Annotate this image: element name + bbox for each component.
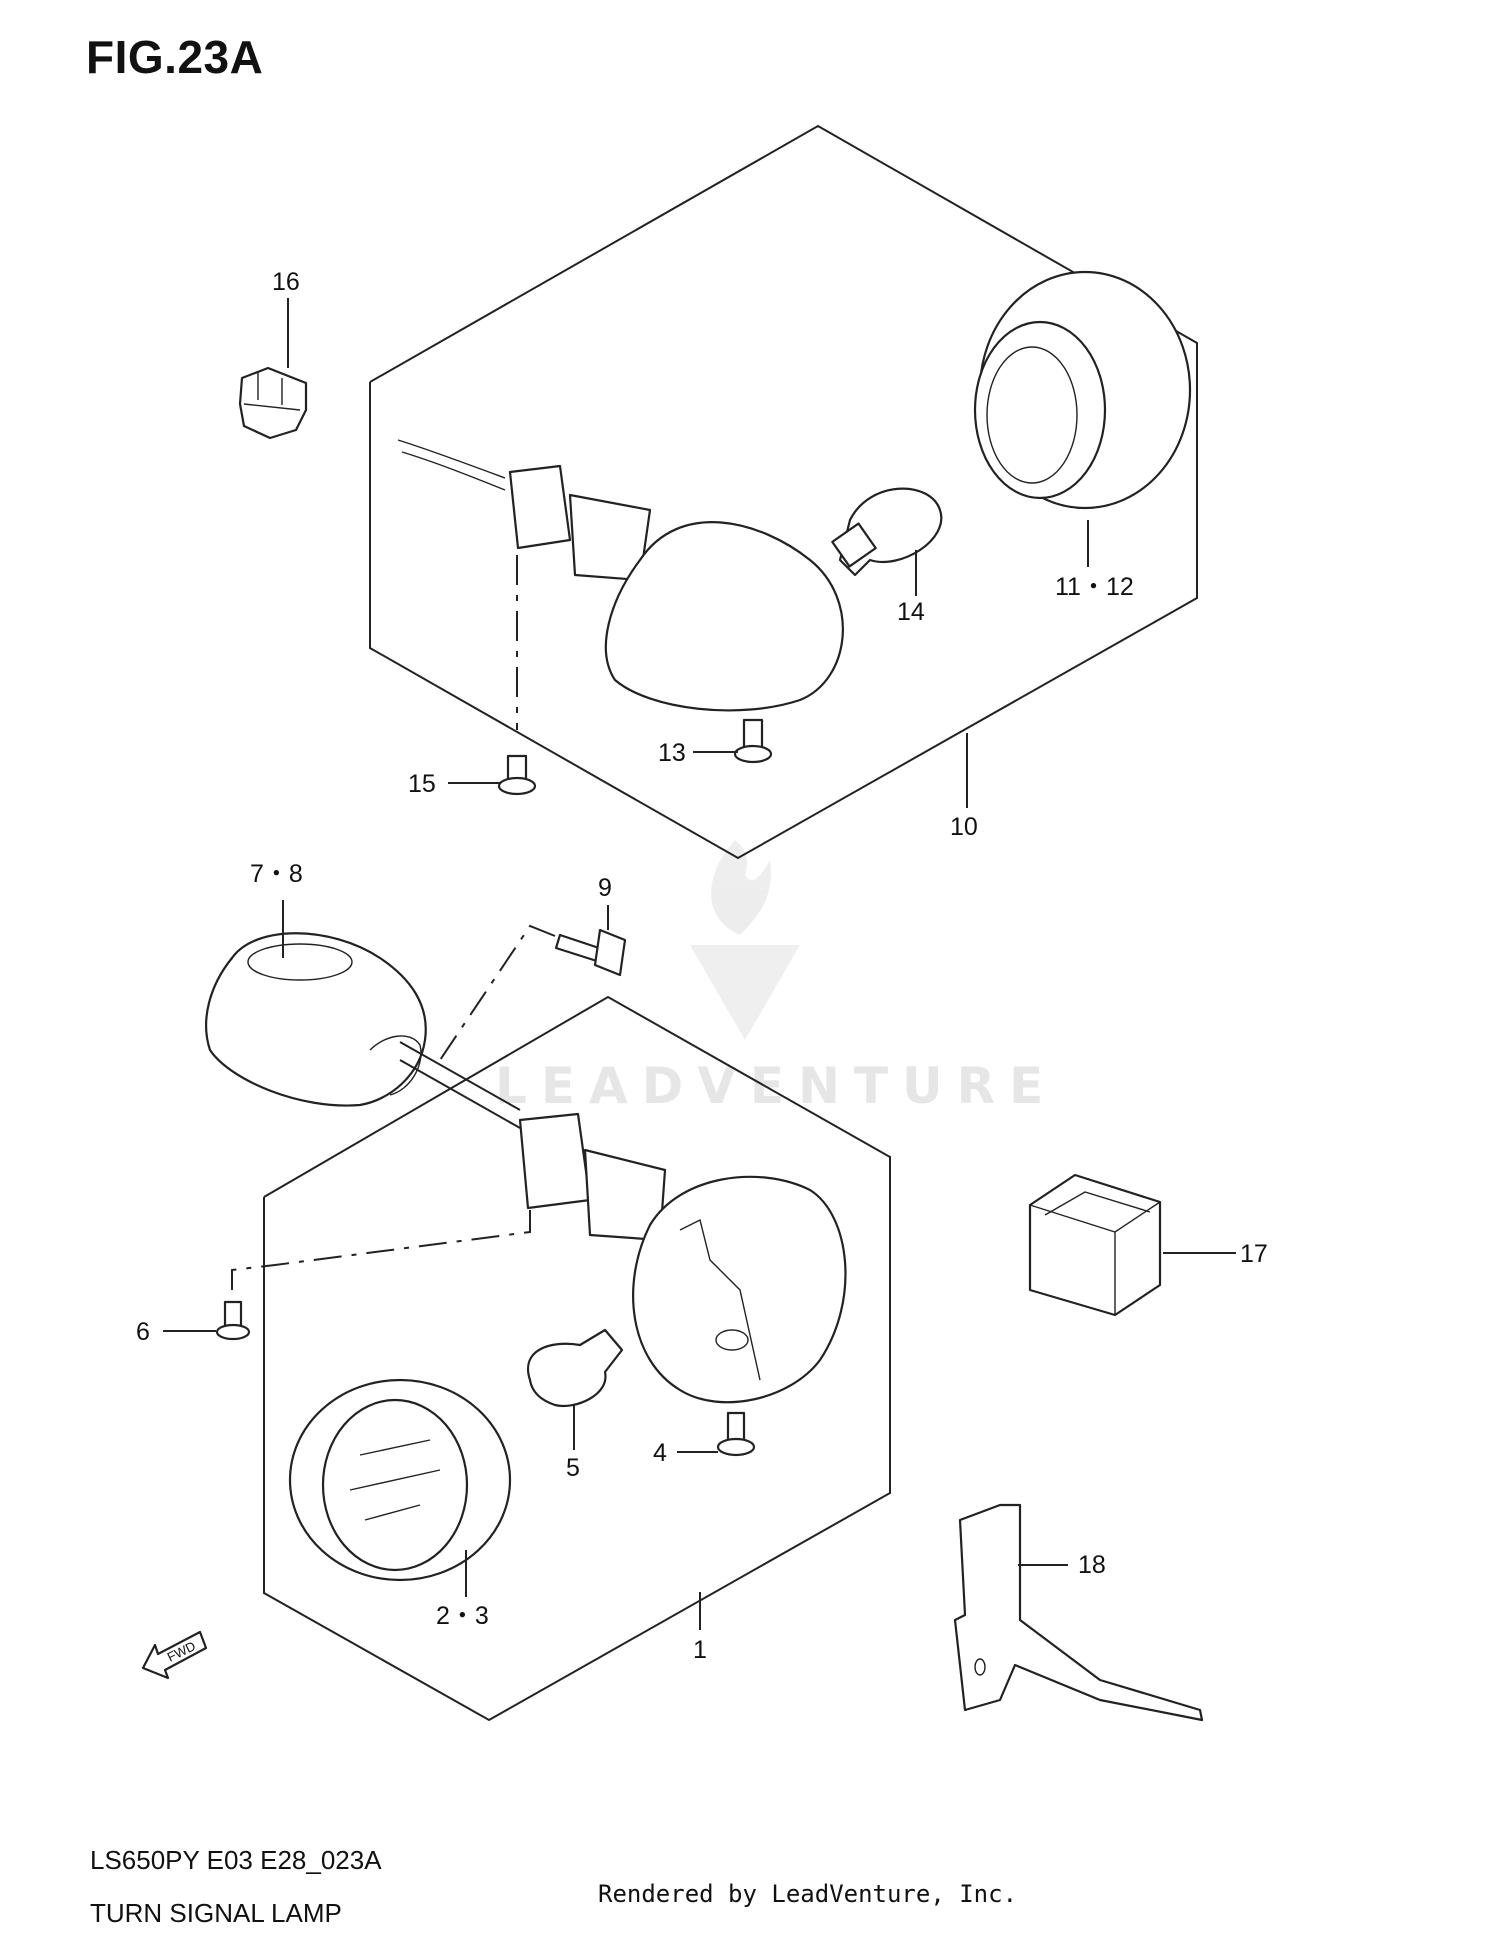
callout-10: 10 <box>950 813 978 841</box>
watermark-text: LEADVENTURE <box>495 1057 1057 1115</box>
callout-2-3: 2・3 <box>436 1602 489 1630</box>
upper-turn-signal-housing <box>397 439 844 712</box>
assembly-box-upper <box>369 124 1198 860</box>
diagram-code: LS650PY E03 E28_023A <box>90 1845 382 1875</box>
callout-1: 1 <box>693 1636 707 1664</box>
callout-16: 16 <box>272 268 300 296</box>
lower-turn-signal-housing <box>399 1041 847 1404</box>
callout-9: 9 <box>598 874 612 902</box>
bulb-part-5 <box>527 1328 624 1408</box>
callout-11-12: 11・12 <box>1055 573 1134 601</box>
relay-part-17 <box>1028 1173 1162 1317</box>
callout-4: 4 <box>653 1439 667 1467</box>
lens-part-11-12 <box>973 270 1192 510</box>
rendered-by-text: Rendered by LeadVenture, Inc. <box>598 1880 1018 1908</box>
fwd-arrow-icon: FWD <box>141 1630 208 1680</box>
screw-part-13 <box>733 718 773 764</box>
clamp-part-16 <box>238 366 308 440</box>
callout-6: 6 <box>136 1318 150 1346</box>
screw-part-4 <box>716 1411 756 1457</box>
assembly-box-lower <box>263 995 891 1722</box>
bulb-part-14 <box>831 487 943 577</box>
diagram-name: TURN SIGNAL LAMP <box>90 1898 342 1928</box>
bracket-part-18 <box>953 1503 1204 1722</box>
callout-15: 15 <box>408 770 436 798</box>
callout-5: 5 <box>566 1454 580 1482</box>
callout-13: 13 <box>658 739 686 767</box>
callout-17: 17 <box>1240 1240 1268 1268</box>
screw-part-15 <box>497 754 537 796</box>
bolt-part-9 <box>554 928 627 977</box>
callout-14: 14 <box>897 598 925 626</box>
figure-title: FIG.23A <box>86 31 264 83</box>
bracket-cover-part-7-8 <box>205 932 427 1107</box>
lens-part-2-3 <box>288 1378 512 1582</box>
leadventure-watermark: LEADVENTURE <box>495 840 1057 1115</box>
screw-part-6 <box>215 1300 251 1341</box>
callout-18: 18 <box>1078 1551 1106 1579</box>
callout-7-8: 7・8 <box>250 860 303 888</box>
